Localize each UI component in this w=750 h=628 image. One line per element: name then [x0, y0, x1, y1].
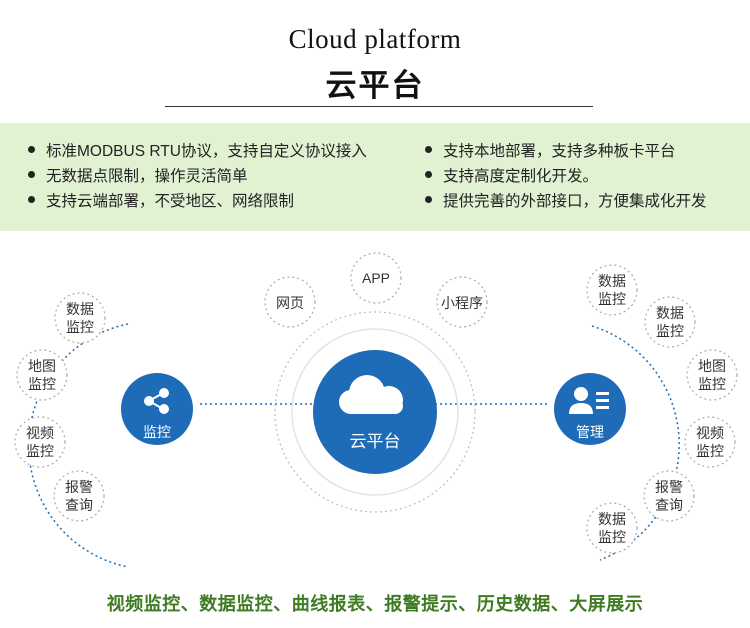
bullet-icon [425, 171, 432, 179]
svg-text:数据: 数据 [656, 305, 684, 321]
svg-text:数据: 数据 [598, 511, 626, 527]
cloud-icon [339, 375, 403, 414]
user-list-icon [569, 387, 609, 414]
svg-text:视频: 视频 [696, 425, 724, 441]
center-ring-outer [274, 311, 476, 513]
svg-text:监控: 监控 [143, 424, 171, 440]
right-hub: 管理 [554, 373, 626, 445]
svg-text:数据: 数据 [598, 273, 626, 289]
svg-text:监控: 监控 [598, 291, 626, 307]
bullet-icon [425, 146, 432, 154]
bullet-icon [28, 196, 35, 204]
left-item-alarm-query: 报警 查询 [53, 470, 105, 522]
svg-text:监控: 监控 [598, 529, 626, 545]
feature-caption: 视频监控、数据监控、曲线报表、报警提示、历史数据、大屏展示 [106, 594, 644, 614]
feature-list-right: 支持本地部署，支持多种板卡平台 支持高度定制化开发。 提供完善的外部接口，方便集… [425, 139, 707, 214]
svg-text:监控: 监控 [66, 319, 94, 335]
left-arc [28, 323, 129, 568]
svg-text:APP: APP [362, 270, 390, 286]
svg-text:管理: 管理 [576, 424, 604, 440]
svg-text:小程序: 小程序 [441, 295, 483, 311]
svg-text:查询: 查询 [655, 497, 683, 513]
center-hub: 云平台 [313, 350, 437, 474]
svg-text:监控: 监控 [696, 443, 724, 459]
right-arc [591, 325, 680, 561]
svg-text:视频: 视频 [26, 425, 54, 441]
title-divider [165, 106, 593, 107]
platform-diagram: 网页 APP 小程序 云平台 监控 [14, 252, 738, 568]
left-item-map-monitor: 地图 监控 [16, 349, 68, 401]
feature-item: 无数据点限制，操作灵活简单 [28, 164, 367, 189]
svg-text:云平台: 云平台 [350, 432, 401, 451]
feature-item: 提供完善的外部接口，方便集成化开发 [425, 189, 707, 214]
svg-text:网页: 网页 [276, 295, 304, 311]
svg-text:报警: 报警 [65, 479, 93, 495]
bullet-icon [425, 196, 432, 204]
left-item-video-monitor: 视频 监控 [14, 416, 66, 468]
svg-text:报警: 报警 [655, 479, 683, 495]
feature-item: 支持本地部署，支持多种板卡平台 [425, 139, 707, 164]
center-ring-inner [291, 328, 459, 496]
left-hub: 监控 [121, 373, 193, 445]
feature-band: 标准MODBUS RTU协议，支持自定义协议接入 无数据点限制，操作灵活简单 支… [0, 123, 750, 231]
right-item-data-monitor-1: 数据 监控 [586, 264, 638, 316]
page-title-en: Cloud platform [288, 24, 462, 54]
bullet-icon [28, 146, 35, 154]
page-title-cn: 云平台 [325, 68, 425, 103]
right-item-data-monitor-2: 数据 监控 [644, 296, 696, 348]
left-item-data-monitor: 数据 监控 [54, 292, 106, 344]
svg-text:监控: 监控 [698, 376, 726, 392]
bullet-icon [28, 171, 35, 179]
svg-text:地图: 地图 [698, 358, 726, 374]
svg-text:地图: 地图 [28, 358, 56, 374]
channel-mini-program: 小程序 [436, 276, 488, 328]
svg-text:查询: 查询 [65, 497, 93, 513]
svg-text:监控: 监控 [28, 376, 56, 392]
share-icon [144, 388, 169, 414]
feature-item: 标准MODBUS RTU协议，支持自定义协议接入 [28, 139, 367, 164]
svg-text:数据: 数据 [66, 301, 94, 317]
right-item-video-monitor: 视频 监控 [684, 416, 736, 468]
right-item-data-monitor-3: 数据 监控 [586, 502, 638, 554]
feature-list-left: 标准MODBUS RTU协议，支持自定义协议接入 无数据点限制，操作灵活简单 支… [28, 139, 367, 214]
channel-web: 网页 [264, 276, 316, 328]
channel-app: APP [350, 252, 402, 304]
right-item-map-monitor: 地图 监控 [686, 349, 738, 401]
svg-text:监控: 监控 [656, 323, 684, 339]
svg-text:监控: 监控 [26, 443, 54, 459]
feature-item: 支持云端部署，不受地区、网络限制 [28, 189, 367, 214]
right-item-alarm-query: 报警 查询 [643, 470, 695, 522]
feature-item: 支持高度定制化开发。 [425, 164, 707, 189]
